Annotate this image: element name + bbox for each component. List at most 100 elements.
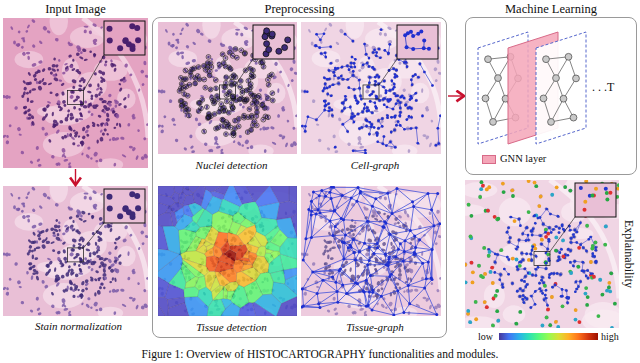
nucleus: [287, 84, 290, 88]
nucleus: [73, 287, 78, 292]
nucleus: [239, 103, 243, 106]
nucleus: [119, 87, 123, 92]
nucleus: [124, 63, 129, 68]
nucleus: [63, 256, 68, 261]
graph-vertex: [363, 107, 366, 110]
nucleus: [54, 277, 59, 282]
nucleus: [138, 88, 141, 92]
nucleus: [224, 132, 228, 136]
nucleus: [22, 91, 26, 96]
nucleus: [3, 286, 7, 290]
graph-vertex: [406, 118, 409, 121]
nucleus-outline: [231, 96, 236, 101]
stroma-patch: [15, 51, 44, 69]
nucleus: [88, 252, 92, 256]
graph-vertex: [349, 106, 352, 109]
nucleus: [72, 142, 76, 146]
inset-nucleus: [135, 37, 141, 43]
nucleus: [85, 303, 90, 308]
graph-vertex: [405, 104, 408, 107]
graph-vertex: [394, 146, 397, 149]
nucleus: [100, 26, 103, 29]
nucleus: [83, 192, 88, 194]
nucleus: [79, 293, 85, 299]
nucleus: [104, 122, 108, 126]
nucleus: [52, 234, 56, 237]
nucleus: [213, 78, 218, 82]
nucleus: [28, 245, 33, 250]
graph-vertex: [353, 121, 356, 124]
nucleus: [109, 228, 113, 233]
nucleus: [88, 196, 92, 200]
nucleus: [81, 152, 84, 156]
nucleus: [107, 102, 112, 108]
nucleus: [221, 124, 225, 128]
nucleus: [171, 117, 176, 122]
nucleus: [81, 302, 84, 306]
nucleus: [50, 227, 54, 231]
graph-vertex: [368, 86, 371, 89]
nucleus: [56, 68, 59, 71]
zoom-inset: [253, 25, 294, 59]
nucleus: [92, 190, 98, 195]
nucleus: [95, 270, 100, 274]
nucleus: [76, 209, 82, 214]
nucleus: [87, 90, 92, 93]
nucleus: [36, 233, 41, 238]
nucleus: [37, 237, 41, 241]
nucleus: [175, 46, 179, 50]
nucleus: [45, 104, 50, 109]
nucleus: [277, 114, 280, 118]
graph-vertex: [372, 90, 375, 93]
nucleus: [108, 290, 111, 293]
nucleus: [41, 239, 46, 244]
graph-vertex: [373, 126, 376, 129]
nucleus: [3, 134, 7, 138]
nucleus: [106, 112, 110, 117]
graph-vertex: [392, 88, 395, 91]
nucleus-outline: [224, 80, 229, 85]
nucleus: [42, 107, 46, 111]
nucleus: [104, 276, 108, 280]
nucleus: [135, 304, 139, 309]
nucleus-outline: [209, 65, 214, 70]
graph-edge: [353, 151, 365, 153]
nucleus: [112, 110, 116, 113]
nucleus: [270, 126, 275, 130]
stroma-patch: [202, 22, 220, 39]
nucleus-outline: [197, 101, 202, 106]
nucleus: [52, 64, 56, 68]
nucleus-outline: [266, 115, 271, 120]
nucleus: [76, 95, 80, 99]
nucleus: [159, 89, 164, 94]
nucleus: [131, 113, 136, 118]
nucleus: [88, 212, 91, 215]
graph-vertex: [352, 70, 355, 73]
nucleus: [89, 276, 94, 281]
nucleus: [277, 88, 280, 93]
nucleus: [202, 129, 206, 134]
nucleus-outline: [247, 87, 252, 92]
nucleus: [58, 79, 62, 82]
nucleus: [87, 266, 91, 269]
nucleus: [172, 32, 176, 36]
nucleus: [50, 71, 53, 74]
nucleus: [44, 132, 49, 137]
stroma-patch: [50, 186, 68, 203]
nucleus: [96, 123, 100, 127]
nucleus: [90, 268, 94, 272]
nucleus-outline: [266, 82, 271, 87]
nucleus: [103, 128, 107, 132]
graph-vertex: [351, 56, 354, 59]
nucleus: [113, 311, 116, 315]
nucleus: [73, 257, 76, 260]
nucleus: [72, 59, 75, 62]
nucleus: [47, 101, 52, 104]
vessel: [83, 18, 148, 138]
graph-vertex: [399, 124, 402, 127]
graph-vertex: [403, 128, 406, 131]
nucleus-outline: [246, 78, 251, 83]
graph-vertex: [394, 73, 397, 76]
nucleus: [55, 282, 60, 287]
